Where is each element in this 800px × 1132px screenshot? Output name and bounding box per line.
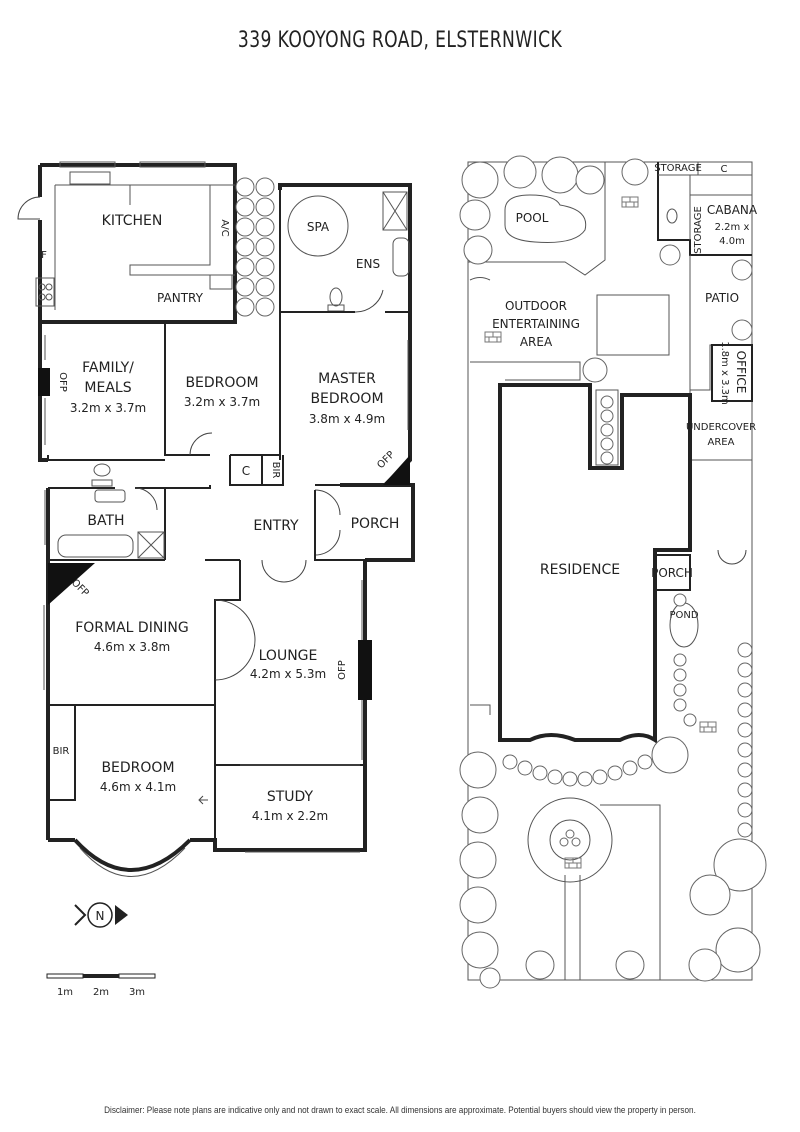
bedroom2-dims: 3.2m x 3.7m <box>184 395 260 409</box>
kitchen-label: KITCHEN <box>102 213 163 229</box>
residence-courtyard-shrubs <box>595 389 619 466</box>
bath-label: BATH <box>87 513 124 529</box>
outdoor-label-3: AREA <box>520 335 553 349</box>
bedroom3-dims: 4.6m x 4.1m <box>100 780 176 794</box>
floor-plan: KITCHEN A/C F PANTRY SPA ENS FAMILY/ MEA… <box>17 161 415 998</box>
shrub-border <box>502 593 753 838</box>
pond-label: POND <box>669 610 698 621</box>
cabana-dims-1: 2.2m x <box>715 222 750 233</box>
room-labels: KITCHEN A/C F PANTRY SPA ENS FAMILY/ MEA… <box>38 213 399 823</box>
dining-ofp-label: OFP <box>69 577 91 599</box>
c-label: C <box>721 164 728 175</box>
pantry-label: PANTRY <box>157 291 204 305</box>
paver-markers <box>484 196 717 869</box>
master-ofp-label: OFP <box>375 449 397 471</box>
residence-label: RESIDENCE <box>540 562 620 578</box>
patio-label: PATIO <box>705 291 739 305</box>
north-label: N <box>96 909 105 923</box>
bir-label: BIR <box>270 462 281 479</box>
office-label: OFFICE <box>734 351 748 394</box>
entry-label: ENTRY <box>253 518 299 534</box>
cabana-dims-2: 4.0m <box>719 236 745 247</box>
ens-label: ENS <box>356 257 380 271</box>
undercover-label-2: AREA <box>708 437 735 448</box>
porch-site-label: PORCH <box>651 566 693 580</box>
closet-label: C <box>242 464 250 478</box>
cabana-label: CABANA <box>707 203 758 217</box>
family-ofp <box>38 368 50 396</box>
floor-plan-outer-wall <box>38 163 237 324</box>
ac-label: A/C <box>219 219 230 236</box>
master-label-1: MASTER <box>318 371 376 387</box>
page-title: 339 KOOYONG ROAD, ELSTERNWICK <box>237 28 563 53</box>
site-boundary <box>467 161 753 981</box>
storage-side-label: STORAGE <box>693 206 704 254</box>
bedroom3-bir-label: BIR <box>53 746 70 757</box>
scale-1m: 1m <box>57 987 73 998</box>
dining-dims: 4.6m x 3.8m <box>94 640 170 654</box>
study-label: STUDY <box>267 789 314 805</box>
scale-bar: 1m 2m 3m <box>46 973 156 998</box>
courtyard-shrubs <box>235 177 275 317</box>
site-trees <box>459 155 767 989</box>
scale-3m: 3m <box>129 987 145 998</box>
master-dims: 3.8m x 4.9m <box>309 412 385 426</box>
porch-label: PORCH <box>351 516 400 532</box>
site-plan: POOL STORAGE C CABANA 2.2m x 4.0m STORAG… <box>459 155 767 989</box>
master-label-2: BEDROOM <box>310 391 383 407</box>
pool-label: POOL <box>516 211 549 225</box>
family-label: FAMILY/ <box>82 360 134 376</box>
lounge-label: LOUNGE <box>259 648 318 664</box>
outdoor-label-1: OUTDOOR <box>505 299 567 313</box>
fridge-label: F <box>41 250 47 261</box>
north-arrow-icon: N <box>74 902 128 928</box>
undercover-label-1: UNDERCOVER <box>686 422 756 433</box>
residence-outline <box>498 383 692 744</box>
bedroom2-label: BEDROOM <box>185 375 258 391</box>
lounge-dims: 4.2m x 5.3m <box>250 667 326 681</box>
spa-label: SPA <box>307 220 330 234</box>
lounge-ofp-label: OFP <box>337 660 348 680</box>
meals-label: MEALS <box>84 380 131 396</box>
office-dims: 1.8m x 3.3m <box>719 341 730 405</box>
storage-top-label: STORAGE <box>654 163 702 174</box>
dining-label: FORMAL DINING <box>75 620 189 636</box>
bedroom3-label: BEDROOM <box>101 760 174 776</box>
disclaimer-text: Disclaimer: Please note plans are indica… <box>104 1105 696 1116</box>
scale-2m: 2m <box>93 987 109 998</box>
family-ofp-label: OFP <box>57 372 68 392</box>
study-dims: 4.1m x 2.2m <box>252 809 328 823</box>
outdoor-label-2: ENTERTAINING <box>492 317 580 331</box>
family-dims: 3.2m x 3.7m <box>70 401 146 415</box>
